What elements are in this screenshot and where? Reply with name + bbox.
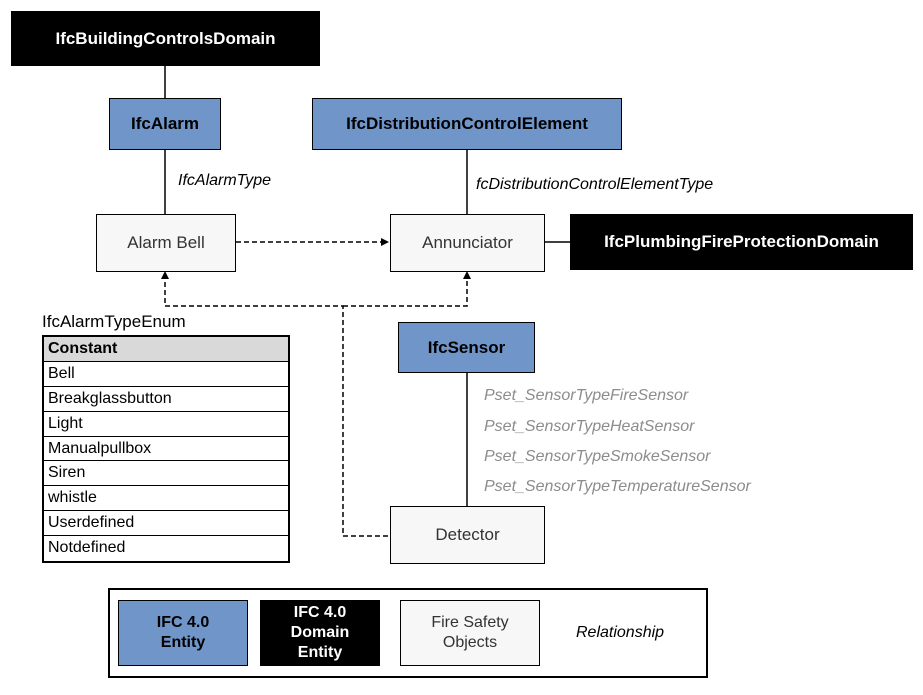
pset-label: Pset_SensorTypeHeatSensor (484, 418, 695, 435)
enum-row: Siren (44, 461, 288, 487)
node-sensor: IfcSensor (398, 322, 535, 373)
label-alarm-type: IfcAlarmType (178, 172, 272, 189)
node-building-controls-domain: IfcBuildingControlsDomain (11, 11, 320, 66)
legend-entity: IFC 4.0 Entity (118, 600, 248, 666)
pset-label: Pset_SensorTypeFireSensor (484, 387, 689, 404)
node-alarm-bell: Alarm Bell (96, 214, 236, 272)
enum-row: Breakglassbutton (44, 387, 288, 412)
node-annunciator: Annunciator (390, 214, 545, 272)
pset-label: Pset_SensorTypeSmokeSensor (484, 448, 711, 465)
enum-table: Constant Bell Breakglassbutton Light Man… (42, 335, 290, 564)
enum-row: Userdefined (44, 511, 288, 537)
enum-table-header: Constant (44, 337, 288, 362)
enum-row: Light (44, 412, 288, 437)
legend-relationship: Relationship (576, 624, 665, 641)
enum-row: Manualpullbox (44, 437, 288, 462)
enum-row: Bell (44, 362, 288, 387)
label-distribution-control-element-type: fcDistributionControlElementType (476, 176, 714, 193)
enum-table-title: IfcAlarmTypeEnum (42, 312, 186, 331)
node-plumbing-fire-protection-domain: IfcPlumbingFireProtectionDomain (570, 214, 913, 270)
pset-label: Pset_SensorTypeTemperatureSensor (484, 478, 751, 495)
node-detector: Detector (390, 506, 545, 564)
node-distribution-control-element: IfcDistributionControlElement (312, 98, 622, 150)
legend-domain-entity: IFC 4.0 Domain Entity (260, 600, 380, 666)
enum-row: Notdefined (48, 539, 126, 557)
dashed-to-annunciator (343, 271, 471, 307)
node-alarm: IfcAlarm (109, 98, 221, 150)
legend: IFC 4.0 Entity IFC 4.0 Domain Entity Fir… (108, 588, 708, 678)
enum-row: whistle (44, 486, 288, 512)
legend-fire-safety-objects: Fire Safety Objects (400, 600, 540, 666)
